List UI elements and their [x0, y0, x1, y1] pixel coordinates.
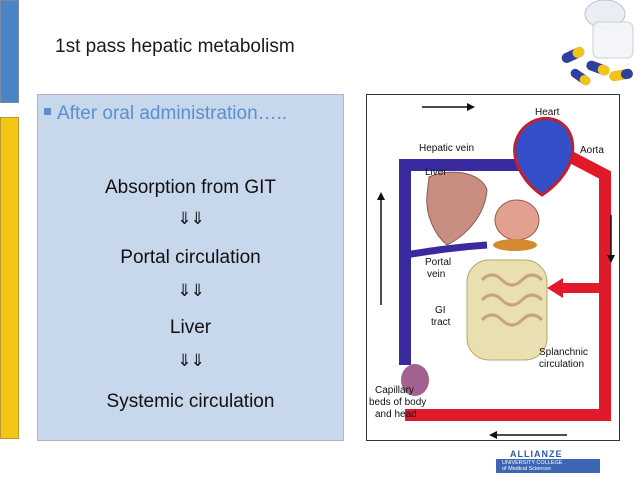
artery-path [405, 149, 611, 421]
label-aorta: Aorta [580, 145, 604, 156]
slide-title: 1st pass hepatic metabolism [55, 36, 295, 57]
accent-bar-blue [0, 0, 19, 103]
bullet-square-icon [44, 108, 51, 116]
capillary-bed [401, 364, 429, 396]
label-portal-vein-line2: vein [427, 269, 446, 280]
label-hepatic-vein: Hepatic vein [419, 143, 475, 154]
circulation-diagram: Heart Hepatic vein Aorta Liver Portal ve… [366, 94, 620, 441]
logo-name: ALLIANZE [510, 449, 563, 459]
top-flow-arrowhead [467, 103, 475, 111]
bullet-text: After oral administration….. [57, 103, 288, 124]
label-capillary-line3: and head [375, 409, 417, 420]
double-down-arrow-icon: ⇓⇓ [177, 281, 205, 300]
double-down-arrow-icon: ⇓⇓ [177, 209, 205, 228]
bottom-flow-arrowhead [489, 431, 497, 439]
step-portal: Portal circulation [120, 247, 261, 268]
stomach-shape [494, 199, 540, 241]
pills-icon [561, 0, 634, 86]
right-flow-arrowhead [607, 255, 615, 263]
liver-shape [426, 171, 488, 246]
label-heart: Heart [535, 107, 560, 118]
label-splanchnic-line1: Splanchnic [539, 347, 588, 358]
vein-path [399, 159, 557, 365]
portal-vein [404, 241, 488, 259]
step-systemic: Systemic circulation [106, 391, 275, 412]
accent-bar-yellow [0, 117, 19, 439]
label-gi-tract-line2: tract [431, 317, 451, 328]
double-down-arrow-icon: ⇓⇓ [177, 351, 205, 370]
label-gi-tract-line1: GI [435, 305, 446, 316]
bullet-item: After oral administration….. [44, 103, 287, 125]
logo-subtitle-line1: UNIVERSITY COLLEGE [502, 460, 563, 466]
circulation-drawing [377, 103, 615, 439]
small-intestine [480, 273, 544, 327]
label-capillary-line1: Capillary [375, 385, 414, 396]
pancreas-shape [493, 239, 537, 251]
logo-subtitle-line2: of Medical Sciences [502, 466, 551, 472]
label-portal-vein-line1: Portal [425, 257, 452, 268]
splanchnic-arrowhead [547, 278, 563, 298]
content-box: After oral administration….. Absorption … [37, 94, 344, 441]
step-absorption: Absorption from GIT [104, 177, 277, 198]
logo-bar [496, 459, 600, 473]
left-flow-arrowhead [377, 192, 385, 200]
gi-tract-shape [466, 259, 548, 361]
step-liver: Liver [169, 317, 212, 338]
label-liver: Liver [425, 167, 447, 178]
label-splanchnic-line2: circulation [539, 359, 585, 370]
heart-shape [513, 116, 575, 197]
label-capillary-line2: beds of body [369, 397, 427, 408]
